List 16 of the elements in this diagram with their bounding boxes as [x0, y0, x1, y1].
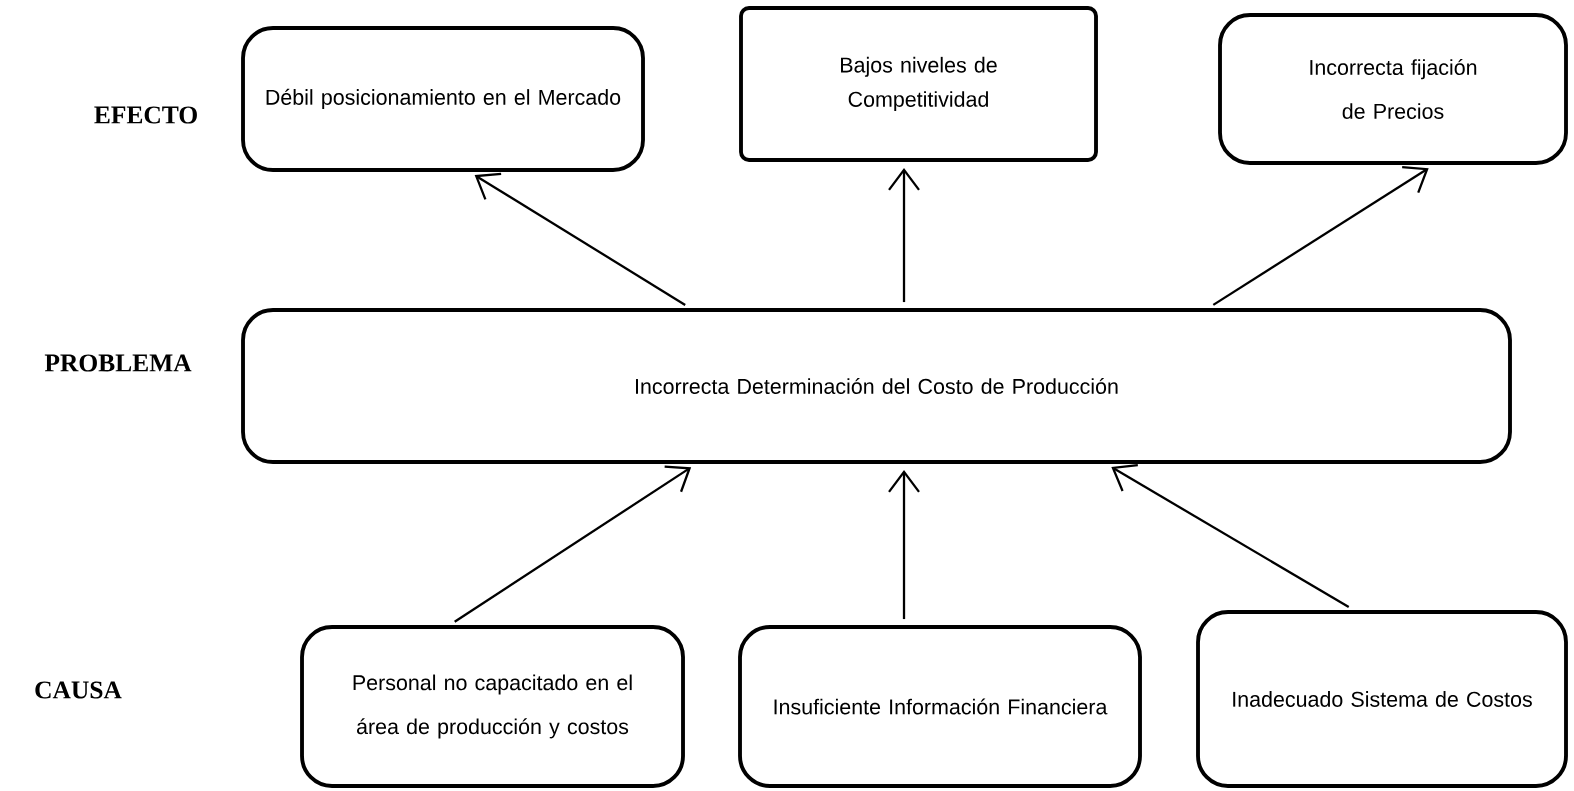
process-box: Inadecuado Sistema de Costos: [1196, 610, 1568, 788]
process-box: Débil posicionamiento en el Mercado: [241, 26, 645, 172]
process-box: Insuficiente Información Financiera: [738, 625, 1142, 788]
row-label: EFECTO: [94, 106, 197, 124]
row-label: PROBLEMA: [44, 354, 192, 372]
arrow: [474, 172, 686, 306]
process-box: Incorrecta Determinación del Costo de Producción: [241, 308, 1512, 464]
process-box: Incorrecta fijación de Precios: [1218, 13, 1568, 165]
process-box: Personal no capacitado en el área de producción y costos: [300, 625, 685, 788]
arrow: [1111, 464, 1350, 608]
arrow: [1212, 166, 1429, 306]
process-box: Bajos niveles de Competitividad: [739, 6, 1098, 162]
arrow: [888, 469, 920, 620]
arrow: [888, 167, 920, 303]
row-label: CAUSA: [35, 681, 122, 699]
arrow: [454, 465, 692, 623]
